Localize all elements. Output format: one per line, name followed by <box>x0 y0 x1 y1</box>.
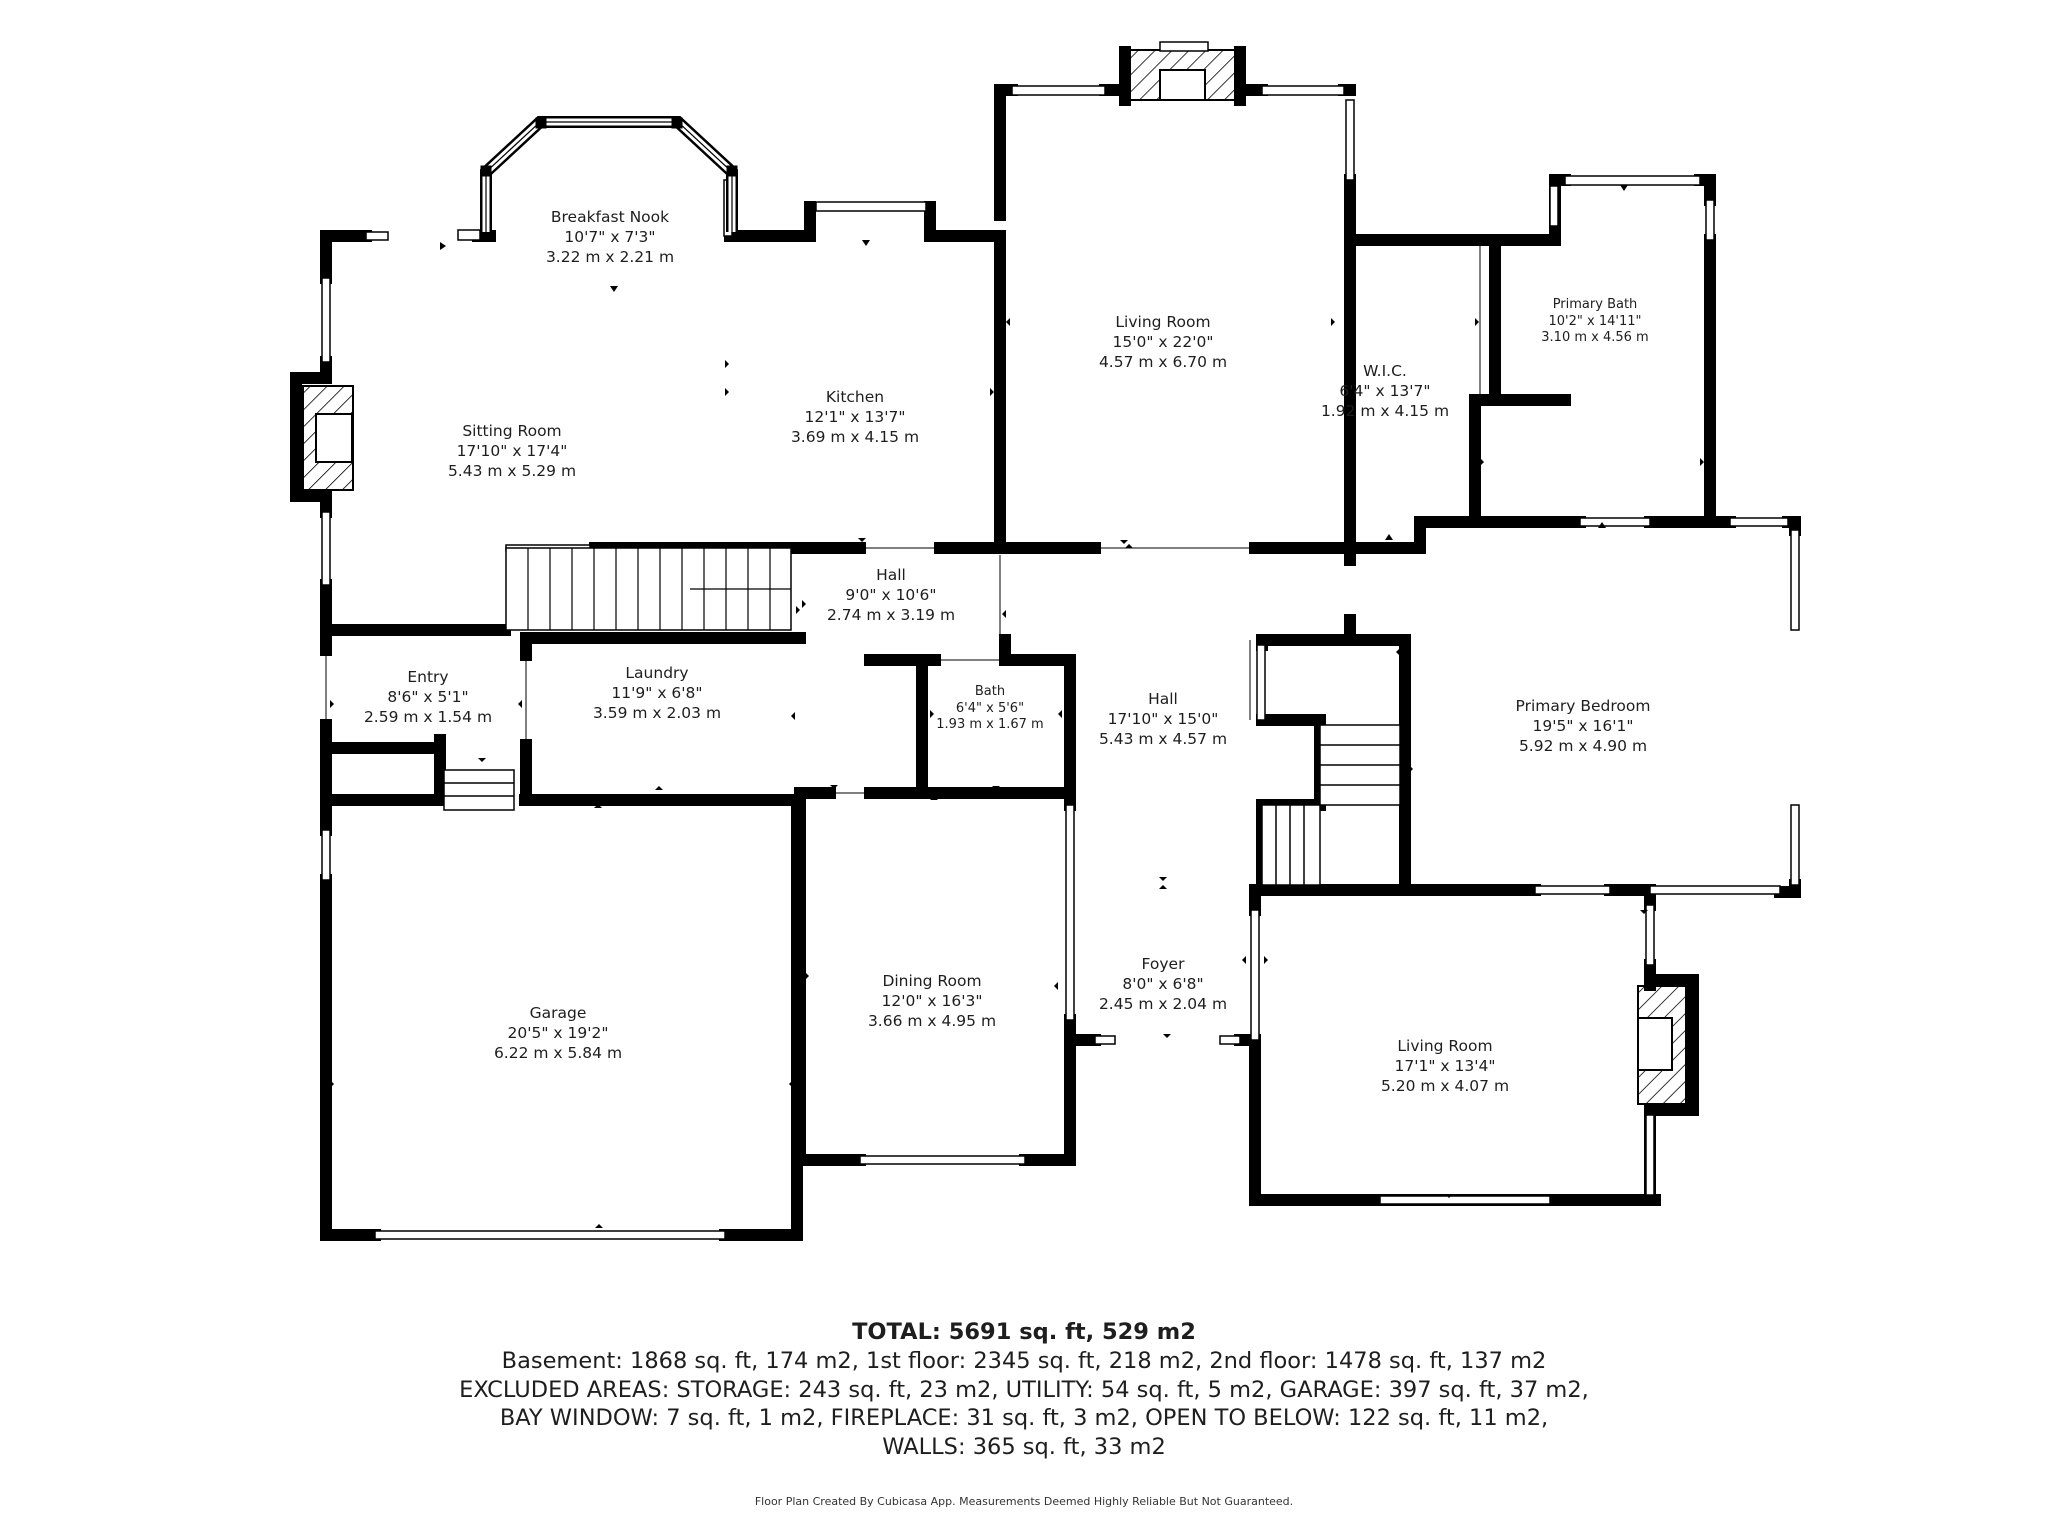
total-area: TOTAL: 5691 sq. ft, 529 m2 <box>852 1319 1196 1345</box>
room-name: Hall <box>1148 690 1178 708</box>
room-dim-m: 5.43 m x 5.29 m <box>447 461 577 480</box>
room-laundry: Laundry 11'9" x 6'8" 3.59 m x 2.03 m <box>593 664 721 723</box>
walls <box>290 46 1801 1241</box>
room-name: W.I.C. <box>1363 362 1407 380</box>
room-living-room-lower: Living Room 17'1" x 13'4" 5.20 m x 4.07 … <box>1381 1037 1509 1096</box>
room-dim-m: 3.22 m x 2.21 m <box>545 247 675 266</box>
room-dim-m: 3.69 m x 4.15 m <box>790 427 920 446</box>
room-name: Kitchen <box>825 388 885 406</box>
room-sitting-room: Sitting Room 17'10" x 17'4" 5.43 m x 5.2… <box>448 422 576 481</box>
room-wic: W.I.C. 6'4" x 13'7" 1.92 m x 4.15 m <box>1321 362 1449 421</box>
room-primary-bedroom: Primary Bedroom 19'5" x 16'1" 5.92 m x 4… <box>1516 697 1651 756</box>
room-name: Sitting Room <box>462 422 562 440</box>
room-name: Dining Room <box>882 972 982 990</box>
room-dining-room: Dining Room 12'0" x 16'3" 3.66 m x 4.95 … <box>868 972 996 1031</box>
dimension-markers <box>330 185 1704 1228</box>
room-dim-m: 3.10 m x 4.56 m <box>1541 330 1649 346</box>
room-dim-m: 2.59 m x 1.54 m <box>363 707 493 726</box>
room-dim-m: 2.45 m x 2.04 m <box>1098 994 1228 1013</box>
room-dim-ft: 8'6" x 5'1" <box>387 687 469 706</box>
area-totals: TOTAL: 5691 sq. ft, 529 m2 Basement: 186… <box>0 1318 2048 1462</box>
room-dim-m: 5.43 m x 4.57 m <box>1098 729 1228 748</box>
credit-note: Floor Plan Created By Cubicasa App. Meas… <box>754 1495 1294 1508</box>
room-dim-ft: 10'7" x 7'3" <box>564 227 656 246</box>
room-dim-m: 4.57 m x 6.70 m <box>1098 352 1228 371</box>
room-name: Laundry <box>625 664 689 682</box>
room-dim-ft: 17'10" x 17'4" <box>456 441 568 460</box>
room-hall-center: Hall 17'10" x 15'0" 5.43 m x 4.57 m <box>1099 690 1227 749</box>
room-dim-ft: 15'0" x 22'0" <box>1112 332 1214 351</box>
room-name: Hall <box>876 566 906 584</box>
room-name: Garage <box>529 1004 587 1022</box>
room-foyer: Foyer 8'0" x 6'8" 2.45 m x 2.04 m <box>1099 955 1227 1014</box>
room-name: Entry <box>407 668 449 686</box>
room-dim-ft: 6'4" x 13'7" <box>1339 381 1431 400</box>
room-breakfast-nook: Breakfast Nook 10'7" x 7'3" 3.22 m x 2.2… <box>546 208 674 267</box>
room-dim-m: 3.59 m x 2.03 m <box>592 703 722 722</box>
room-dim-m: 3.66 m x 4.95 m <box>867 1011 997 1030</box>
room-dim-ft: 9'0" x 10'6" <box>845 585 937 604</box>
room-dim-m: 6.22 m x 5.84 m <box>493 1043 623 1062</box>
room-dim-ft: 8'0" x 6'8" <box>1122 974 1204 993</box>
room-bath: Bath 6'4" x 5'6" 1.93 m x 1.67 m <box>936 684 1043 734</box>
room-hall-upper: Hall 9'0" x 10'6" 2.74 m x 3.19 m <box>827 566 955 625</box>
room-name: Living Room <box>1397 1037 1493 1055</box>
room-name: Breakfast Nook <box>550 208 670 226</box>
room-dim-m: 5.20 m x 4.07 m <box>1380 1076 1510 1095</box>
room-dim-ft: 11'9" x 6'8" <box>611 683 703 702</box>
room-dim-ft: 12'0" x 16'3" <box>881 991 983 1010</box>
room-dim-ft: 6'4" x 5'6" <box>955 700 1025 716</box>
floor-areas: Basement: 1868 sq. ft, 174 m2, 1st floor… <box>501 1347 1547 1374</box>
room-dim-m: 2.74 m x 3.19 m <box>826 605 956 624</box>
walls-area: WALLS: 365 sq. ft, 33 m2 <box>882 1434 1166 1461</box>
room-living-room-upper: Living Room 15'0" x 22'0" 4.57 m x 6.70 … <box>1099 313 1227 372</box>
room-dim-ft: 19'5" x 16'1" <box>1532 716 1634 735</box>
room-kitchen: Kitchen 12'1" x 13'7" 3.69 m x 4.15 m <box>791 388 919 447</box>
room-entry: Entry 8'6" x 5'1" 2.59 m x 1.54 m <box>364 668 492 727</box>
room-dim-ft: 12'1" x 13'7" <box>804 407 906 426</box>
fireplaces <box>302 49 1687 1105</box>
room-garage: Garage 20'5" x 19'2" 6.22 m x 5.84 m <box>494 1004 622 1063</box>
room-dim-m: 1.92 m x 4.15 m <box>1320 401 1450 420</box>
room-name: Foyer <box>1141 955 1185 973</box>
bay-window <box>480 116 738 232</box>
room-dim-ft: 17'1" x 13'4" <box>1394 1056 1496 1075</box>
room-dim-m: 5.92 m x 4.90 m <box>1518 736 1648 755</box>
room-name: Bath <box>974 684 1006 699</box>
room-dim-ft: 20'5" x 19'2" <box>507 1023 609 1042</box>
room-name: Primary Bedroom <box>1515 697 1651 715</box>
room-dim-m: 1.93 m x 1.67 m <box>936 717 1044 733</box>
room-name: Living Room <box>1115 313 1211 331</box>
door-openings <box>325 240 1481 794</box>
stairs <box>443 544 1401 886</box>
room-dim-ft: 10'2" x 14'11" <box>1548 313 1642 329</box>
excluded-areas-2: BAY WINDOW: 7 sq. ft, 1 m2, FIREPLACE: 3… <box>499 1405 1549 1432</box>
room-name: Primary Bath <box>1552 297 1638 312</box>
room-primary-bath: Primary Bath 10'2" x 14'11" 3.10 m x 4.5… <box>1541 297 1648 347</box>
room-dim-ft: 17'10" x 15'0" <box>1107 709 1219 728</box>
excluded-areas-1: EXCLUDED AREAS: STORAGE: 243 sq. ft, 23 … <box>459 1376 1589 1403</box>
